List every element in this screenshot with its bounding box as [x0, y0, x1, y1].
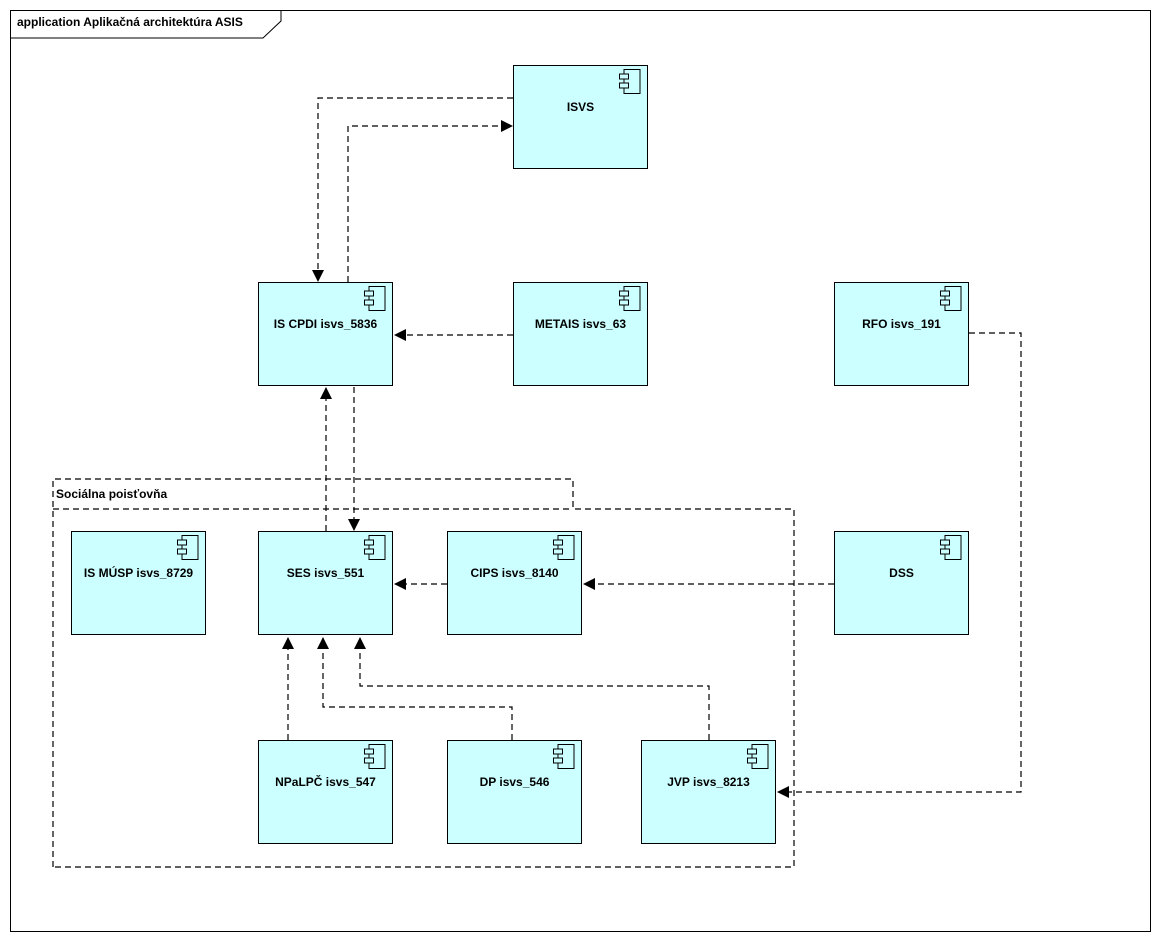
- component-icon: [619, 286, 641, 311]
- component-dp[interactable]: DP isvs_546: [447, 740, 582, 844]
- component-label: JVP isvs_8213: [667, 775, 750, 789]
- component-label: IS MÚSP isvs_8729: [83, 566, 194, 580]
- component-isvs[interactable]: ISVS: [513, 65, 648, 169]
- component-icon: [619, 69, 641, 94]
- component-icon: [364, 535, 386, 560]
- component-label: CIPS isvs_8140: [470, 566, 559, 580]
- component-icon: [553, 535, 575, 560]
- component-ses[interactable]: SES isvs_551: [258, 531, 393, 635]
- component-jvp[interactable]: JVP isvs_8213: [641, 740, 776, 844]
- component-is-cpdi[interactable]: IS CPDI isvs_5836: [258, 282, 393, 386]
- component-label: ISVS: [566, 100, 595, 114]
- dependency-isvs-to-iscpdi: [312, 97, 513, 282]
- dependency-iscpdi-to-isvs: [347, 120, 513, 282]
- component-icon: [364, 744, 386, 769]
- dependency-rfo-to-jvp: [777, 332, 1022, 798]
- frame-tab-border: [10, 10, 282, 39]
- component-rfo[interactable]: RFO isvs_191: [834, 282, 969, 386]
- component-npalpc[interactable]: NPaLPČ isvs_547: [258, 740, 393, 844]
- component-icon: [553, 744, 575, 769]
- component-label: RFO isvs_191: [862, 317, 941, 331]
- component-icon: [747, 744, 769, 769]
- component-metais[interactable]: METAIS isvs_63: [513, 282, 648, 386]
- component-icon: [364, 286, 386, 311]
- component-label: IS CPDI isvs_5836: [273, 317, 378, 331]
- component-label: METAIS isvs_63: [534, 317, 627, 331]
- frame-title: application Aplikačná architektúra ASIS: [17, 15, 243, 29]
- dependency-jvp-to-ses: [354, 637, 710, 740]
- component-icon: [940, 535, 962, 560]
- component-label: NPaLPČ isvs_547: [275, 775, 376, 789]
- component-icon: [940, 286, 962, 311]
- component-label: SES isvs_551: [286, 566, 365, 580]
- component-icon: [177, 535, 199, 560]
- diagram-frame: [10, 10, 1151, 932]
- component-label: DP isvs_546: [479, 775, 550, 789]
- package-title: Sociálna poisťovňa: [56, 487, 168, 501]
- component-label: DSS: [889, 566, 914, 580]
- component-is-musp[interactable]: IS MÚSP isvs_8729: [71, 531, 206, 635]
- component-dss[interactable]: DSS: [834, 531, 969, 635]
- dependency-dp-to-ses: [317, 637, 513, 740]
- component-cips[interactable]: CIPS isvs_8140: [447, 531, 582, 635]
